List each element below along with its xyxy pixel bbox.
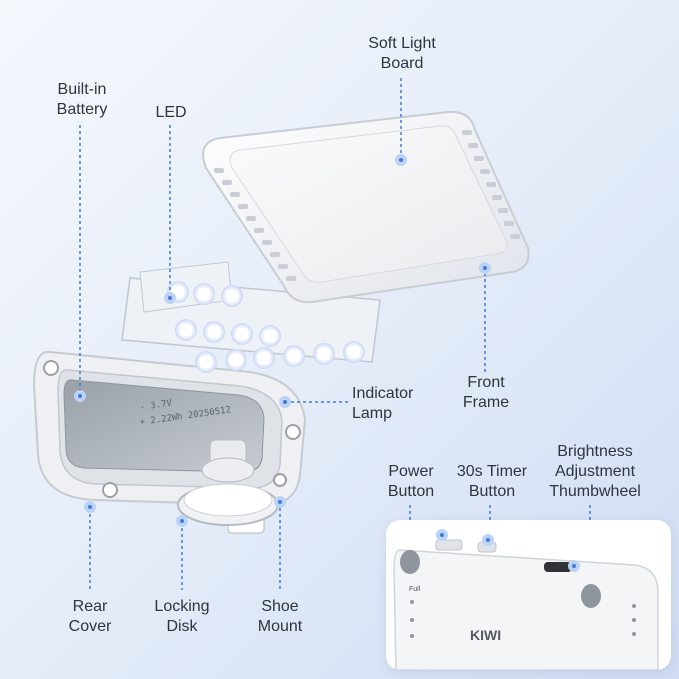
frame-vent <box>474 156 484 161</box>
brand-logo: KIWI <box>470 627 501 643</box>
frame-vent <box>286 276 296 281</box>
frame-vent <box>254 228 264 233</box>
frame-vent <box>462 130 472 135</box>
led-chip-core <box>198 288 210 300</box>
led-chip-core <box>226 290 238 302</box>
led-chip-core <box>208 326 220 338</box>
led-chip-core <box>236 328 248 340</box>
frame-vent <box>214 168 224 173</box>
frame-vent <box>238 204 248 209</box>
frame-vent <box>510 234 520 239</box>
led-chip-core <box>180 324 192 336</box>
led-chip-core <box>348 346 360 358</box>
power-button[interactable] <box>435 539 463 551</box>
led-chip-core <box>288 350 300 362</box>
label-led: LED <box>155 104 187 121</box>
inset-device-drawing: Full KIWI <box>393 529 659 671</box>
led-chip-core <box>200 356 212 368</box>
locking-disk <box>177 457 279 526</box>
frame-vent <box>504 221 514 226</box>
led-chip-core <box>264 330 276 342</box>
frame-vent <box>222 180 232 185</box>
frame-vent <box>498 208 508 213</box>
frame-vent <box>278 264 288 269</box>
frame-vent <box>270 252 280 257</box>
inset-detail-panel: Full KIWI <box>386 520 671 671</box>
soft-light-board <box>229 125 508 283</box>
led-chip-core <box>230 354 242 366</box>
frame-vent <box>262 240 272 245</box>
brightness-thumbwheel[interactable] <box>544 562 572 572</box>
indicator-full-text: Full <box>409 586 421 593</box>
frame-vent <box>246 216 256 221</box>
frame-vent <box>492 195 502 200</box>
marker-dots <box>74 154 491 527</box>
frame-vent <box>480 169 490 174</box>
led-chip-core <box>318 348 330 360</box>
frame-vent <box>468 143 478 148</box>
battery-print-2: - 3.7V <box>139 398 173 413</box>
led-chip-core <box>258 352 270 364</box>
frame-vent <box>486 182 496 187</box>
frame-vent <box>230 192 240 197</box>
